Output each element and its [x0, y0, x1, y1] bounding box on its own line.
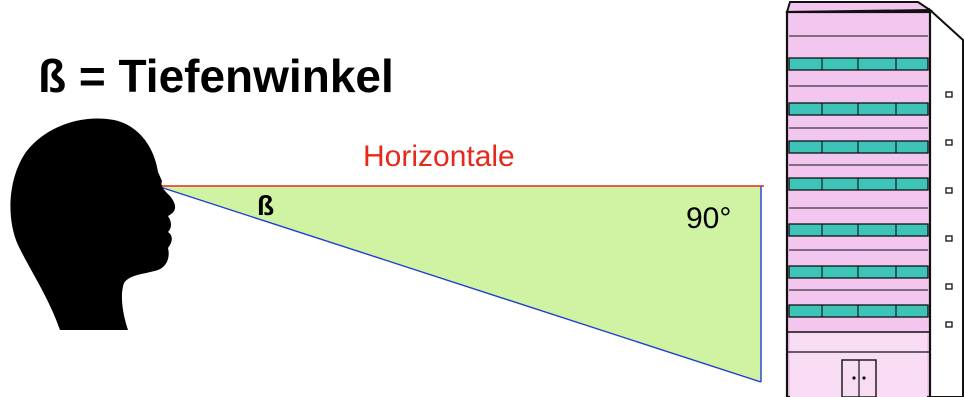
building-icon	[785, 1, 964, 397]
line-of-sight	[156, 185, 762, 383]
right-angle-label: 90°	[686, 202, 731, 235]
head-silhouette-icon	[10, 118, 176, 330]
horizontal-label: Horizontale	[363, 140, 515, 173]
angle-label: ß	[257, 190, 274, 221]
diagram-title: ß = Tiefenwinkel	[38, 50, 394, 102]
